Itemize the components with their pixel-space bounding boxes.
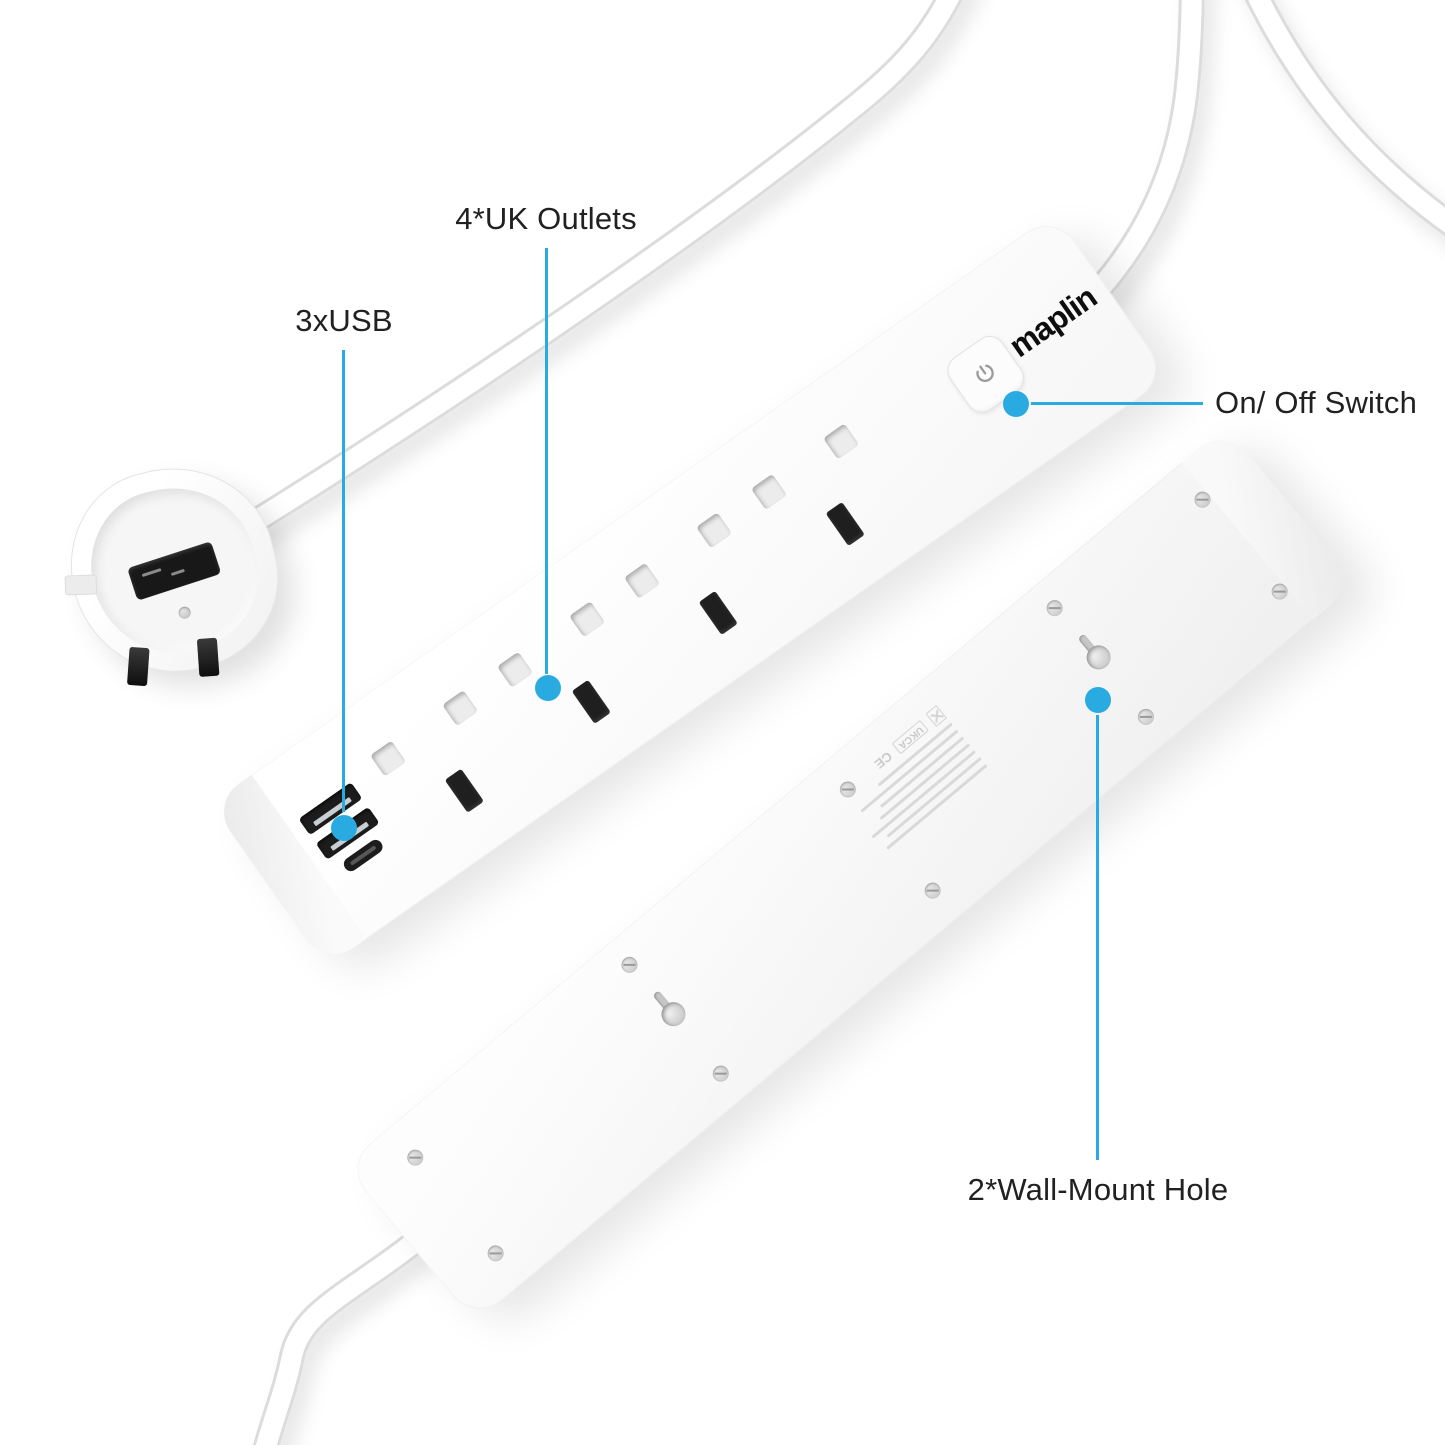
screw [921, 879, 944, 902]
socket-pin-hole [623, 562, 661, 599]
socket-pin-slot [444, 768, 484, 813]
power-button [941, 329, 1031, 419]
callout-switch-dot [1003, 391, 1029, 417]
label-text-line [886, 757, 982, 838]
power-strip-front-view: maplin [210, 212, 1170, 968]
socket-pin-slot [698, 590, 738, 636]
socket-pin-slot [571, 679, 611, 724]
screw [709, 1062, 733, 1085]
ce-mark: CE [871, 748, 896, 772]
plug-pin [196, 637, 220, 677]
callout-wallmount-label: 2*Wall-Mount Hole [967, 1172, 1229, 1207]
screw [618, 953, 641, 977]
corner-cable-core [1248, 0, 1445, 233]
callout-switch-label: On/ Off Switch [1215, 385, 1418, 420]
socket-pin-hole [442, 690, 479, 727]
screw [404, 1146, 427, 1169]
socket-pin-hole [496, 651, 534, 688]
callout-usb-label: 3xUSB [295, 303, 393, 338]
callout-wallmount-dot [1085, 687, 1111, 713]
wall-mount-keyhole [1071, 628, 1116, 676]
socket-pin-slot [825, 501, 865, 547]
socket-pin-hole [750, 473, 788, 511]
brand-logo: maplin [1002, 278, 1103, 365]
callout-wallmount-line [1096, 715, 1099, 1160]
callout-outlets-line [545, 248, 548, 674]
callout-switch-line [1031, 402, 1203, 405]
plug-earth-pin [64, 574, 98, 596]
socket-pin-hole [370, 740, 407, 777]
power-icon [976, 364, 994, 383]
callout-outlets-dot [535, 675, 561, 701]
plug-cable-core [215, 0, 960, 550]
back-strip-cord-core [255, 1220, 440, 1445]
fuse-marking [141, 568, 162, 578]
screw [1043, 596, 1066, 620]
wall-mount-keyhole [646, 985, 691, 1033]
screw [1134, 705, 1158, 729]
plug-pin [126, 646, 150, 687]
front-strip-cord-core [1070, 0, 1202, 320]
weee-icon [925, 704, 948, 727]
socket-pin-hole [823, 423, 860, 460]
fuse-marking [170, 568, 185, 577]
screw [484, 1242, 507, 1265]
callout-outlets-label: 4*UK Outlets [455, 201, 637, 236]
ukca-mark: UKCA [892, 720, 930, 755]
socket-pin-hole [696, 512, 733, 549]
socket-pin-hole [569, 601, 606, 638]
callout-usb-line [342, 350, 345, 812]
callout-usb-dot [331, 815, 357, 841]
